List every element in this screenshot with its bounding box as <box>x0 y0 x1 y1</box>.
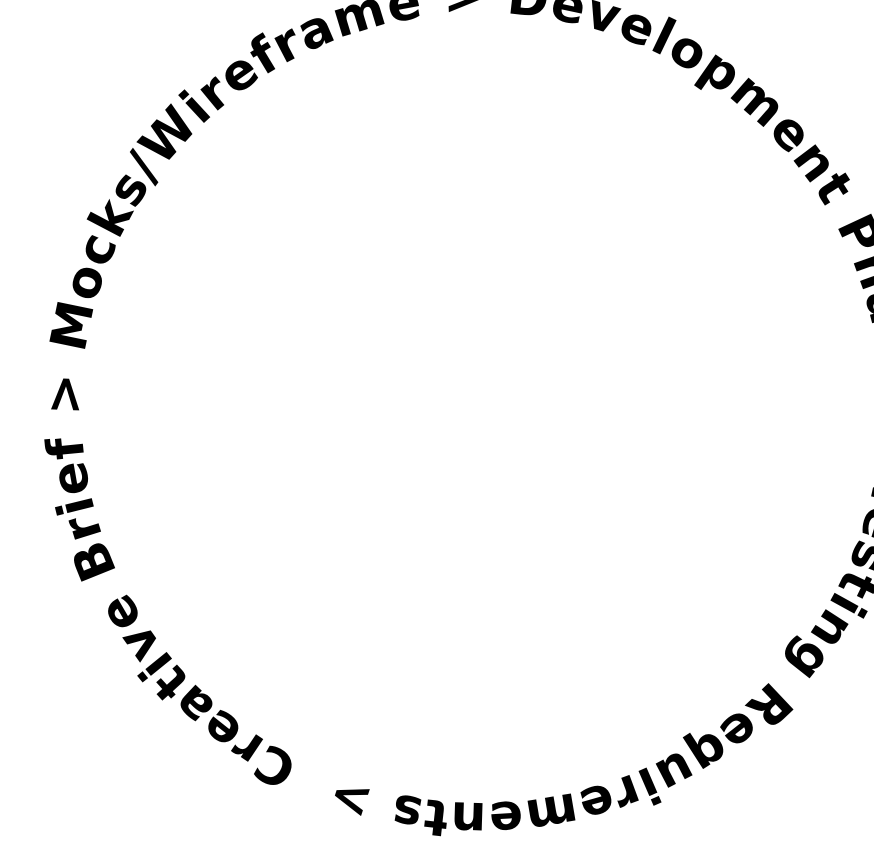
circular-process-textpath: Creative Brief > Mocks/Wireframe > Devel… <box>35 0 874 849</box>
circular-process-text: Creative Brief > Mocks/Wireframe > Devel… <box>35 0 874 849</box>
